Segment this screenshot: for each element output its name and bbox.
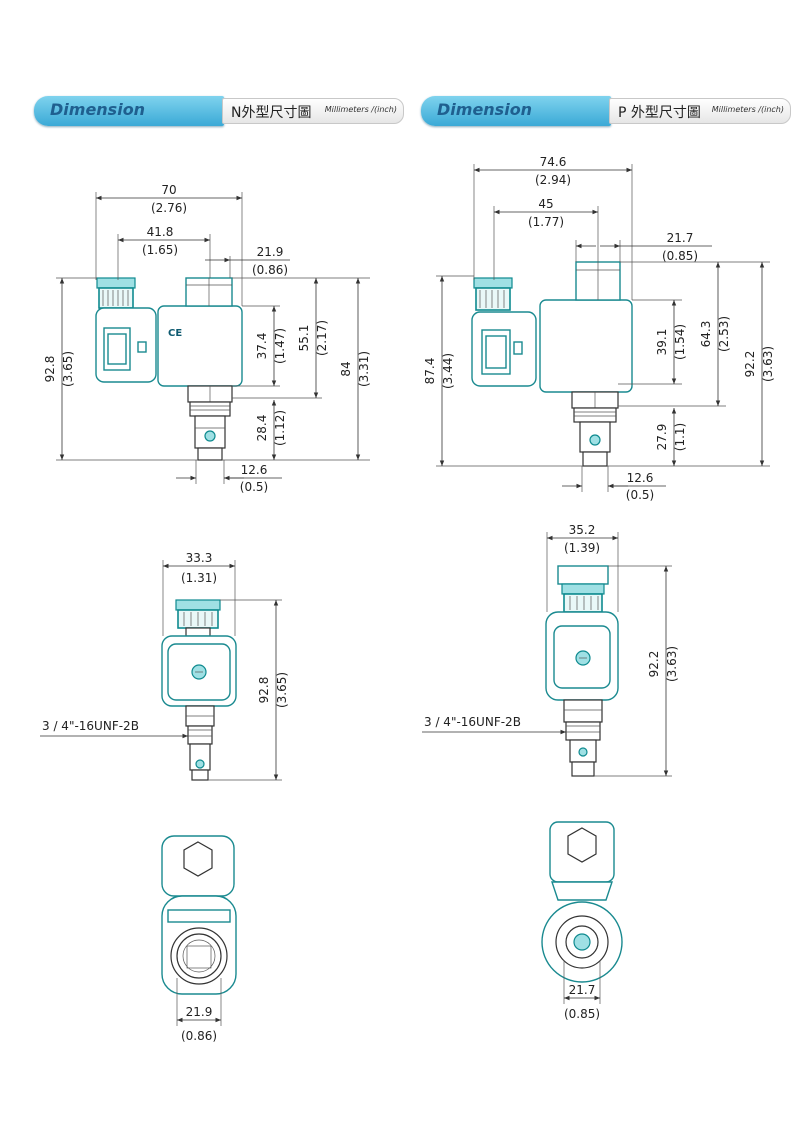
p-front-view: 35.2 (1.39) 92.2 (3.63) 3 / 4"-16UNF-2B	[422, 523, 679, 777]
dim-p-87-inch: (3.44)	[441, 353, 455, 389]
dim-n-28-inch: (1.12)	[273, 410, 287, 446]
dim-n-41-inch: (1.65)	[142, 243, 178, 257]
dim-nf-33-inch: (1.31)	[181, 571, 217, 585]
dim-n-70-inch: (2.76)	[151, 201, 187, 215]
dim-p-74-inch: (2.94)	[535, 173, 571, 187]
hex-nut-icon	[567, 827, 597, 863]
title-p: P 外型尺寸圖	[618, 105, 701, 121]
dim-nf-92: 92.8	[257, 677, 271, 704]
dim-p-21: 21.7	[667, 231, 694, 245]
dim-p-64-inch: (2.53)	[717, 316, 731, 352]
dim-n-92: 92.8	[43, 356, 57, 383]
dim-n-12-inch: (0.5)	[240, 480, 268, 494]
dim-p-27-inch: (1.1)	[673, 423, 687, 451]
dim-pb-21-inch: (0.85)	[564, 1007, 600, 1021]
dim-p-64: 64.3	[699, 321, 713, 348]
thread-p: 3 / 4"-16UNF-2B	[424, 715, 521, 729]
dim-n-21-inch: (0.86)	[252, 263, 288, 277]
dim-nb-21: 21.9	[186, 1005, 213, 1019]
dim-n-41: 41.8	[147, 225, 174, 239]
dim-p-12-inch: (0.5)	[626, 488, 654, 502]
dim-n-70: 70	[161, 183, 176, 197]
dim-pf-35: 35.2	[569, 523, 596, 537]
dim-n-28: 28.4	[255, 415, 269, 442]
title-n: N外型尺寸圖	[231, 105, 312, 121]
dim-n-12: 12.6	[241, 463, 268, 477]
dim-p-12: 12.6	[627, 471, 654, 485]
dim-p-27: 27.9	[655, 424, 669, 451]
dimension-tab-n: Dimension	[34, 96, 224, 126]
p-side-view: 74.6 (2.94) 45 (1.77) 21.7 (0.85) 87.4 (…	[423, 155, 775, 502]
p-coil-body	[539, 299, 633, 393]
dim-p-21-inch: (0.85)	[662, 249, 698, 263]
dim-p-45-inch: (1.77)	[528, 215, 564, 229]
dim-pb-21: 21.7	[569, 983, 596, 997]
title-bar-p: P 外型尺寸圖 Millimeters /(inch)	[609, 98, 791, 124]
header-p: Dimension P 外型尺寸圖 Millimeters /(inch)	[421, 96, 791, 126]
hex-nut-icon	[183, 841, 213, 877]
dimension-label: Dimension	[437, 100, 533, 119]
dim-n-37: 37.4	[255, 333, 269, 360]
n-bottom-view: 21.9 (0.86)	[161, 835, 237, 1043]
dim-p-39: 39.1	[655, 329, 669, 356]
dim-n-55: 55.1	[297, 325, 311, 352]
dim-p-74: 74.6	[540, 155, 567, 169]
dimension-label: Dimension	[50, 100, 146, 119]
n-connector	[95, 277, 157, 383]
dim-n-21: 21.9	[257, 245, 284, 259]
title-bar-n: N外型尺寸圖 Millimeters /(inch)	[222, 98, 404, 124]
dim-n-92-inch: (3.65)	[61, 351, 75, 387]
dim-nf-92-inch: (3.65)	[275, 672, 289, 708]
dim-p-92: 92.2	[743, 351, 757, 378]
dim-n-84-inch: (3.31)	[357, 351, 371, 387]
unit-label: Millimeters /(inch)	[324, 105, 397, 114]
n-side-view: CE 70 (2.76) 41.8 (1.65) 21.9 (0.86) 92	[43, 183, 371, 494]
dim-nf-33: 33.3	[186, 551, 213, 565]
dim-p-87: 87.4	[423, 358, 437, 385]
dim-n-84: 84	[339, 361, 353, 376]
dim-p-45: 45	[538, 197, 553, 211]
ce-mark: CE	[168, 328, 182, 339]
thread-n: 3 / 4"-16UNF-2B	[42, 719, 139, 733]
dim-nb-21-inch: (0.86)	[181, 1029, 217, 1043]
n-front-view: 33.3 (1.31) 92.8 (3.65) 3 / 4"-16UNF-2B	[40, 551, 289, 781]
dim-pf-92: 92.2	[647, 651, 661, 678]
n-coil-body	[157, 305, 243, 387]
dim-p-92-inch: (3.63)	[761, 346, 775, 382]
dimension-tab-p: Dimension	[421, 96, 611, 126]
dim-n-55-inch: (2.17)	[315, 320, 329, 356]
dim-pf-92-inch: (3.63)	[665, 646, 679, 682]
dim-n-37-inch: (1.47)	[273, 328, 287, 364]
dim-pf-35-inch: (1.39)	[564, 541, 600, 555]
p-bottom-view: 21.7 (0.85)	[541, 821, 623, 1021]
header-n: Dimension N外型尺寸圖 Millimeters /(inch)	[34, 96, 404, 126]
dim-p-39-inch: (1.54)	[673, 324, 687, 360]
unit-label: Millimeters /(inch)	[711, 105, 784, 114]
